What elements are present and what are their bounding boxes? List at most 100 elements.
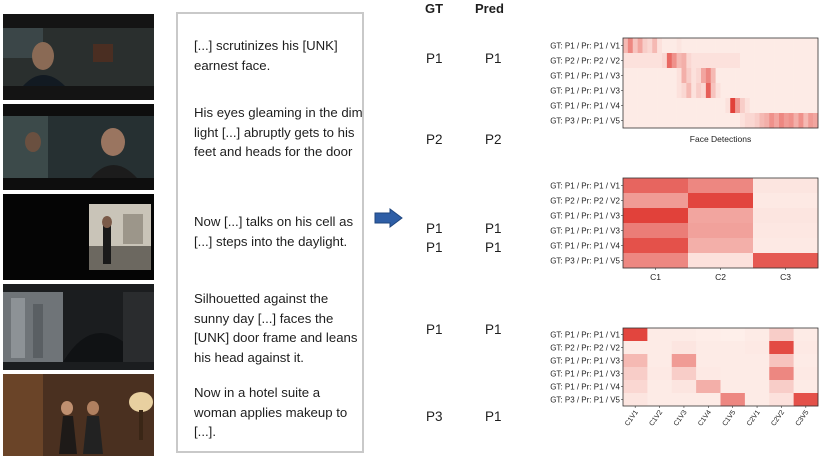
heatmap-cell	[623, 178, 689, 194]
heatmap-cell	[759, 98, 765, 114]
pred-label-1: P1	[485, 51, 502, 66]
heatmap-cell	[769, 98, 775, 114]
heatmap-cell	[754, 68, 760, 84]
heatmap-cell	[725, 98, 731, 114]
pred-label-3: P1	[485, 221, 502, 236]
heatmap-cell	[623, 113, 629, 129]
heatmap-cell	[647, 113, 653, 129]
heatmap-cell	[749, 113, 755, 129]
row-label: GT: P3 / Pr: P1 / V5	[550, 257, 620, 266]
heatmap-cell	[753, 178, 819, 194]
heatmap-cell	[749, 53, 755, 69]
heatmap-cell	[662, 113, 668, 129]
pred-label-4: P1	[485, 240, 502, 255]
heatmap-cell	[769, 393, 794, 407]
heatmap-cell	[744, 354, 770, 368]
heatmap-cell	[696, 38, 702, 54]
heatmap-cell	[725, 53, 731, 69]
heatmap-cell	[671, 53, 677, 69]
heatmap-cell	[744, 380, 770, 394]
heatmap-cell	[798, 98, 804, 114]
heatmap-cell	[779, 113, 785, 129]
heatmap-cell	[686, 53, 692, 69]
heatmap-cell	[705, 83, 712, 99]
heatmap-cell	[759, 38, 765, 54]
heatmap-cell	[647, 393, 673, 407]
heatmap-cell	[652, 83, 658, 99]
heatmap-cell	[662, 98, 668, 114]
heatmap-cell	[623, 68, 629, 84]
heatmap-cell	[754, 98, 760, 114]
heatmap-cell	[735, 83, 741, 99]
heatmap-cell	[764, 113, 770, 129]
heatmap-cell	[744, 53, 751, 69]
heatmap-cell	[803, 98, 809, 114]
heatmap-cell	[779, 68, 785, 84]
row-label: GT: P2 / Pr: P2 / V2	[550, 57, 620, 66]
heatmap-cell	[647, 83, 653, 99]
heatmap-cell	[764, 83, 770, 99]
heatmap-cell	[623, 380, 648, 394]
heatmap-cell	[783, 53, 790, 69]
heatmap-cell	[730, 83, 736, 99]
heatmap-cell	[647, 354, 673, 368]
heatmap-cell	[793, 354, 819, 368]
heatmap-cell	[720, 367, 746, 381]
heatmap-cell	[657, 113, 663, 129]
heatmap-cell	[627, 113, 634, 129]
heatmap-cell	[803, 68, 809, 84]
heatmap-cell	[720, 68, 726, 84]
heatmap-cell	[637, 113, 643, 129]
heatmap-cell	[701, 113, 707, 129]
heatmap-cell	[774, 68, 780, 84]
heatmap-cell	[642, 113, 648, 129]
frame-4-picture	[3, 284, 154, 370]
heatmap-cell	[632, 113, 638, 129]
heatmap-cell	[793, 68, 799, 84]
heatmap-cell	[676, 53, 682, 69]
caption-1: [...] scrutinizes his [UNK] earnest face…	[194, 38, 338, 73]
column-label: C1	[650, 272, 661, 282]
heatmap-cell	[632, 83, 638, 99]
heatmap-cell	[813, 38, 819, 54]
heatmap-cell	[730, 98, 736, 114]
heatmap-cell	[662, 38, 668, 54]
frame-3-picture	[3, 194, 154, 280]
column-label: C1V5	[722, 409, 738, 427]
heatmap-cell	[696, 53, 702, 69]
heatmap-cell	[696, 367, 721, 381]
pred-header: Pred	[475, 1, 504, 16]
heatmap-cell	[754, 53, 760, 69]
heatmap-cell	[623, 83, 629, 99]
pred-label-6: P1	[485, 409, 502, 424]
heatmap-cell	[671, 341, 697, 355]
heatmap-cell	[623, 208, 689, 224]
heatmap-cell	[715, 68, 721, 84]
heatmap-cell	[666, 38, 673, 54]
heatmap-cell	[710, 83, 716, 99]
heatmap-cell	[671, 113, 677, 129]
heatmap-cell	[813, 83, 819, 99]
heatmap-cell	[725, 38, 731, 54]
heatmap-cell	[632, 98, 638, 114]
heatmap-cell	[623, 253, 689, 269]
column-label: C1V4	[697, 409, 713, 427]
heatmap-cell	[753, 223, 819, 239]
heatmap-cell	[808, 83, 814, 99]
heatmap-cell	[657, 68, 663, 84]
heatmap-cell	[657, 83, 663, 99]
gt-label-4: P1	[426, 240, 443, 255]
heatmap-cell	[696, 393, 721, 407]
heatmap-cell	[662, 53, 668, 69]
heatmap-cell	[753, 253, 819, 269]
heatmap-cell	[676, 98, 682, 114]
row-label: GT: P1 / Pr: P1 / V3	[550, 357, 620, 366]
heatmap-cell	[753, 238, 819, 254]
heatmap-cell	[701, 83, 707, 99]
right-arrow-icon	[374, 208, 403, 228]
heatmap-cell	[666, 98, 673, 114]
heatmap-cell	[740, 83, 746, 99]
caption-4: Silhouetted against the sunny day [...] …	[194, 291, 358, 365]
column-label: C3V5	[795, 409, 811, 427]
